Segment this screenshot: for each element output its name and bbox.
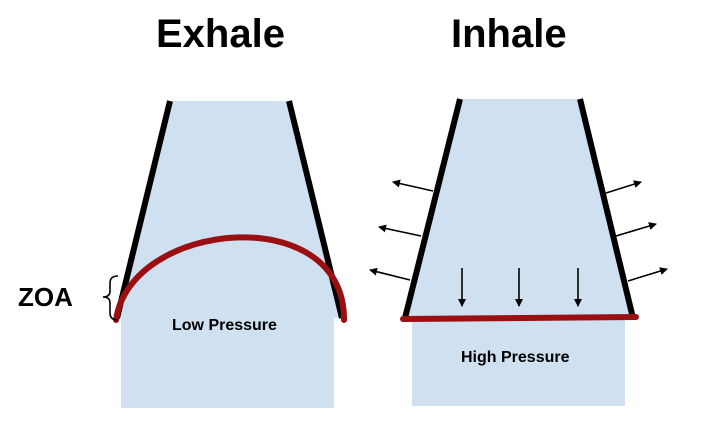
high-pressure-label: High Pressure [461, 349, 570, 366]
zoa-label: ZOA [18, 282, 73, 312]
low-pressure-label: Low Pressure [172, 317, 277, 334]
exhale-diagram [102, 100, 348, 408]
exhale-abdominal-block [121, 318, 334, 408]
inhale-right-wall [577, 98, 636, 319]
inhale-diagram [369, 98, 668, 406]
zoa-brace [102, 275, 119, 321]
inhale-diaphragm-flat [400, 314, 639, 322]
inhale-abdominal-block [412, 318, 625, 406]
outward-right-arrow-icon [627, 267, 668, 282]
outward-right-arrow-icon [605, 180, 642, 194]
inhale-title: Inhale [451, 12, 567, 56]
exhale-thoracic-cavity [117, 101, 342, 318]
exhale-diaphragm-dome [113, 234, 348, 323]
inhale-left-wall [402, 98, 463, 319]
inhale-thoracic-cavity [405, 99, 633, 318]
exhale-left-wall [114, 100, 173, 319]
outward-left-arrow-icon [378, 224, 422, 237]
exhale-title: Exhale [156, 12, 285, 56]
outward-left-arrow-icon [369, 267, 411, 281]
outward-right-arrow-icon [615, 222, 657, 237]
outward-left-arrow-icon [392, 179, 434, 192]
